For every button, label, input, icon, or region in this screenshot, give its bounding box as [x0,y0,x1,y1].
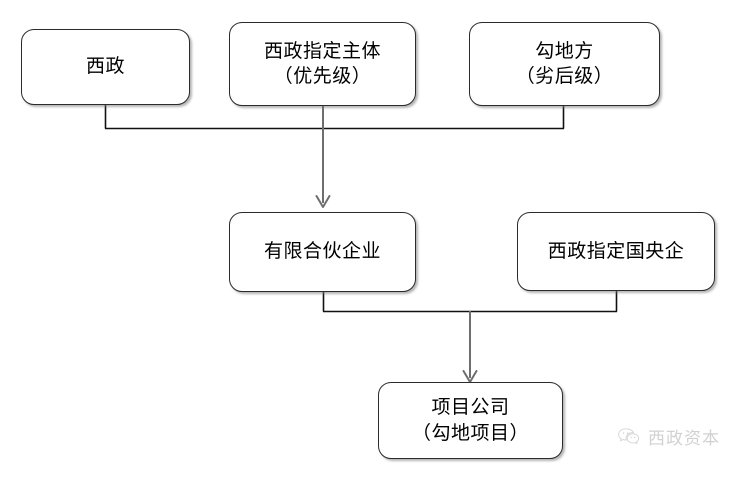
wechat-icon [618,427,640,444]
arrowhead-to-project-company [462,370,478,383]
node-limited-partnership[interactable]: 有限合伙企业 [229,212,416,292]
node-land-party-label: 勾地方 （劣后级） [515,39,614,87]
node-designated-entity-label: 西政指定主体 （优先级） [263,39,381,87]
watermark: 西政资本 [617,424,720,449]
node-project-company-label: 项目公司 （勾地项目） [411,396,529,444]
watermark-text: 西政资本 [648,429,720,449]
node-xizheng[interactable]: 西政 [21,29,190,105]
node-state-owned-enterprise[interactable]: 西政指定国央企 [517,212,715,291]
node-state-owned-enterprise-label: 西政指定国央企 [547,239,685,262]
node-project-company[interactable]: 项目公司 （勾地项目） [378,382,563,459]
node-land-party[interactable]: 勾地方 （劣后级） [469,22,660,106]
arrowhead-to-limited-partnership [315,195,331,208]
node-limited-partnership-label: 有限合伙企业 [263,240,381,263]
node-designated-entity[interactable]: 西政指定主体 （优先级） [229,22,416,106]
node-xizheng-label: 西政 [85,55,125,78]
